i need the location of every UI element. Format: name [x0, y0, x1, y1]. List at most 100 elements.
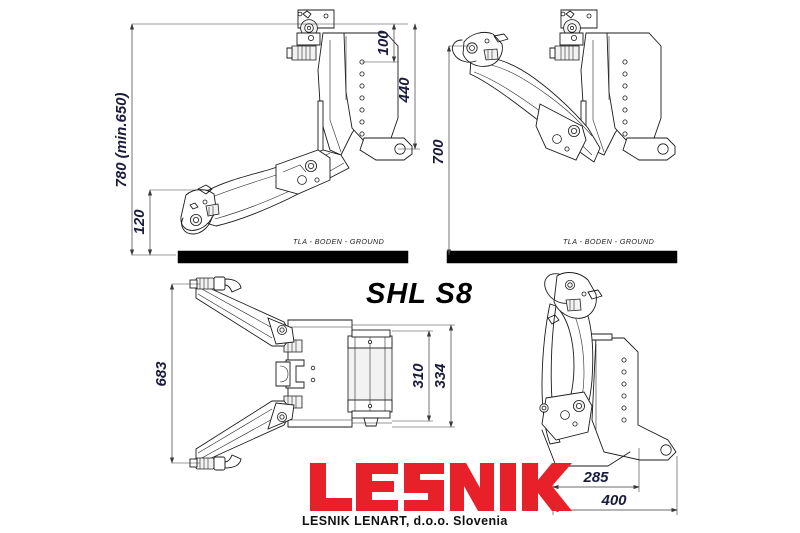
- ground-bar-right: [446, 250, 678, 264]
- dim-label-400: 400: [600, 492, 627, 509]
- boom-joint-bore-2: [571, 127, 578, 134]
- plate-fold-line-2: [592, 40, 605, 153]
- hose-bend-lower: [224, 454, 242, 469]
- joint-shading-line: [282, 164, 307, 173]
- adjust-hole: [359, 71, 365, 77]
- plan-arm-upper: [195, 281, 293, 347]
- adjust-hole: [622, 59, 628, 65]
- dim-arm-spread-width: 683: [153, 283, 200, 464]
- dim-drum-width-inner: 310: [392, 330, 433, 422]
- side-latch-block: [565, 298, 582, 312]
- dim-working-height: 700: [430, 45, 469, 256]
- plan-fork-curve: [279, 365, 289, 383]
- dim-drum-width-outer: 334: [392, 324, 455, 428]
- side-adjust-hole: [621, 417, 627, 423]
- hitch-latch-tab-2: [565, 10, 575, 19]
- upper-latch-tab-2: [493, 33, 509, 43]
- dim-label-683: 683: [153, 361, 170, 387]
- side-adjust-hole: [621, 405, 627, 411]
- hitch-body-hole-2: [571, 35, 578, 42]
- side-latch-ribs: [569, 300, 575, 310]
- side-joint-left-bore: [541, 405, 547, 411]
- side-adjust-hole: [621, 369, 627, 375]
- side-hook-pin: [581, 291, 587, 297]
- dim-label-285: 285: [582, 469, 609, 486]
- plan-drum-outlet: [363, 417, 379, 427]
- plan-arm-upper-line2: [197, 293, 273, 339]
- dim-label-440: 440: [396, 77, 413, 104]
- machine-front-right-geometry: [451, 9, 676, 163]
- upper-hook-bore-2: [469, 45, 475, 51]
- lock-block-ribs: [297, 46, 311, 60]
- side-joint-bore: [576, 402, 583, 409]
- side-adjust-hole: [621, 381, 627, 387]
- plan-fork-base: [275, 361, 291, 387]
- adjust-hole: [359, 131, 365, 137]
- plan-drum-outline-ext: [352, 324, 392, 424]
- lower-hook-bore: [192, 216, 199, 223]
- lower-hook-body: [180, 189, 217, 231]
- company-name-line: LESNIK LENART, d.o.o. Slovenia: [302, 514, 508, 528]
- dim-label-334: 334: [432, 363, 449, 389]
- hose-ferrule-upper: [195, 277, 215, 290]
- logo-letter-L: [310, 463, 352, 511]
- hitch-bolt-hole: [586, 13, 592, 19]
- upper-hook-jaw-2: [451, 39, 477, 63]
- view-side: 285 400: [539, 272, 678, 515]
- lower-hook-jaw: [181, 216, 213, 235]
- hitch-latch-pin: [297, 11, 303, 17]
- upper-latch-block-2: [483, 48, 499, 61]
- hitch-latch-tab: [302, 10, 312, 19]
- boom-joint-block-2: [535, 103, 587, 161]
- hitch-pivot-center: [306, 25, 312, 31]
- hitch-pivot-center-2: [569, 25, 575, 31]
- side-joint-hole: [560, 410, 570, 420]
- side-hook-bore: [567, 282, 573, 288]
- side-hook-jaw: [544, 273, 573, 304]
- company-logo: LESNIK LENART, d.o.o. Slovenia: [302, 463, 572, 528]
- logo-letter-I: [500, 463, 516, 511]
- adjust-hole: [359, 119, 365, 125]
- lower-latch-ribs: [208, 206, 214, 215]
- plan-arm-lower-line2: [197, 408, 273, 454]
- plan-drum-bottom-plate: [351, 410, 391, 419]
- page-title: SHL S8: [366, 278, 473, 310]
- hose-ferrule-ribs-lower: [199, 458, 209, 469]
- boom-secondary-hole: [297, 175, 307, 185]
- hitch-bolt-hole: [323, 13, 329, 19]
- plate-fold-line: [329, 40, 342, 153]
- logo-letter-N: [450, 463, 494, 511]
- upper-latch-ribs-2: [487, 50, 493, 59]
- plan-drum-bolt: [367, 403, 372, 408]
- lower-latch-tab: [197, 184, 213, 195]
- lock-block-end-2: [549, 47, 556, 59]
- side-latch-tab: [587, 289, 603, 300]
- lock-block-ribs-2: [560, 46, 574, 60]
- boom-secondary-hole-2: [552, 134, 562, 144]
- side-skid-edge: [541, 429, 631, 467]
- boom-joint-bore: [307, 162, 314, 169]
- stiffener-rib: [317, 100, 324, 153]
- dim-top-plate-offset: 100: [362, 23, 398, 63]
- hydraulic-lock-block-2: [554, 45, 580, 61]
- view-front-left: 780 (min.650) 120 100 440 TLA - BODEN - …: [113, 9, 420, 264]
- dim-label-100: 100: [375, 30, 392, 56]
- adjust-hole: [359, 83, 365, 89]
- ground-label-right: TLA - BODEN - GROUND: [563, 237, 654, 246]
- logo-letter-E: [356, 463, 398, 511]
- adjust-hole: [622, 107, 628, 113]
- adjust-hole: [622, 119, 628, 125]
- side-latch-clip: [547, 314, 560, 325]
- view-plan: 683 310 334: [153, 276, 455, 471]
- hose-nut-upper: [213, 276, 226, 291]
- side-pivot-hole: [660, 444, 672, 456]
- ground-label-left: TLA - BODEN - GROUND: [293, 237, 384, 246]
- plan-drum-top-plate: [351, 329, 391, 338]
- lower-latch-block: [205, 203, 220, 217]
- adjust-hole: [359, 107, 365, 113]
- dim-frame-height: 440: [396, 23, 420, 150]
- upper-hook-pin-2: [484, 38, 490, 44]
- hose-ferrule-lower: [195, 457, 215, 470]
- dim-label-120: 120: [131, 209, 148, 235]
